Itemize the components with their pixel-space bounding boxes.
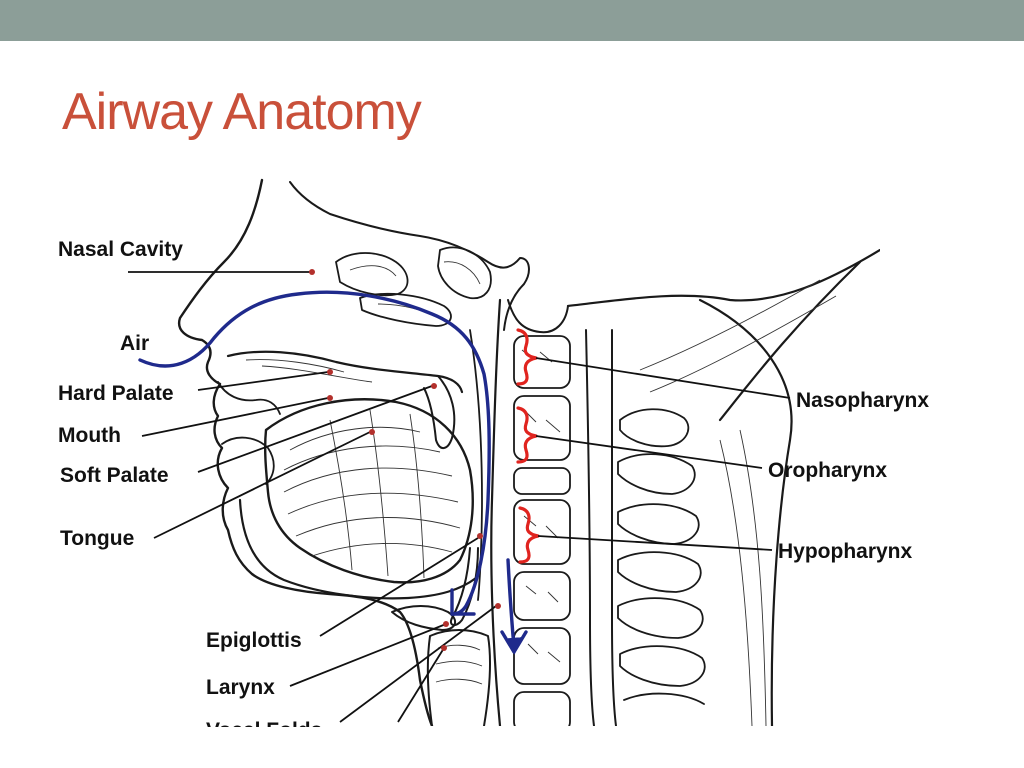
label-tongue: Tongue [60, 527, 134, 550]
label-air: Air [120, 332, 149, 355]
air-flow-path [138, 290, 491, 616]
neck-muscle [639, 279, 837, 726]
label-mouth: Mouth [58, 424, 121, 447]
hard-palate [226, 350, 464, 394]
air-flow-arrow-epiglottis [450, 588, 476, 616]
leader-lines [128, 271, 791, 723]
upper-teeth [217, 381, 281, 415]
slide-title: Airway Anatomy [62, 83, 422, 141]
larynx-shape [426, 629, 492, 726]
label-oropharynx: Oropharynx [768, 459, 887, 482]
label-larynx: Larynx [206, 676, 275, 699]
tongue [263, 398, 474, 584]
anatomy-drawing [177, 178, 880, 726]
hypopharynx-brace [518, 506, 540, 564]
face-profile [177, 178, 434, 726]
tongue-muscle [283, 409, 461, 579]
hyoid [391, 605, 457, 631]
label-epiglottis: Epiglottis [206, 629, 302, 652]
air-flow-path-esophagus [504, 558, 522, 655]
label-nasopharynx: Nasopharynx [796, 389, 929, 412]
spinal-cord [585, 329, 595, 726]
spinous-processes [617, 408, 706, 705]
mandible [238, 498, 478, 600]
neck-outline [698, 260, 862, 726]
soft-palate [423, 375, 456, 449]
nasopharynx-brace [516, 328, 538, 386]
nasal-roof [289, 181, 530, 331]
arrow-down-icon [500, 630, 528, 654]
pharynx-wall [490, 298, 502, 726]
cervical-spine [507, 299, 571, 726]
leader-dots [309, 269, 501, 651]
neck-back [566, 248, 880, 308]
oropharynx-brace [516, 406, 538, 464]
label-hard-palate: Hard Palate [58, 382, 174, 405]
bottom-crop [150, 727, 1024, 768]
lower-teeth [221, 436, 275, 485]
label-hypopharynx: Hypopharynx [778, 540, 913, 563]
label-nasal-cavity: Nasal Cavity [58, 238, 183, 261]
top-band [0, 0, 1024, 41]
turbinates [335, 246, 492, 327]
label-soft-palate: Soft Palate [60, 464, 169, 487]
